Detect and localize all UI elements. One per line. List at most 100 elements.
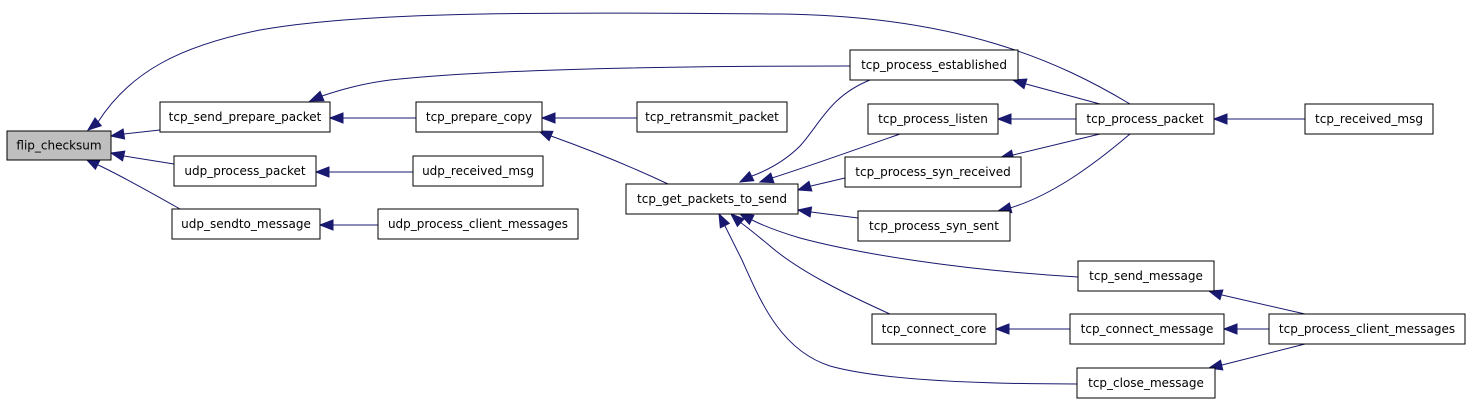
edge-line (97, 12, 1131, 123)
node-label: tcp_send_prepare_packet (169, 110, 322, 124)
node-label: tcp_process_established (861, 58, 1007, 72)
arrowhead-icon (718, 212, 731, 229)
edges-layer (84, 12, 1306, 385)
edge-line (1009, 133, 1131, 209)
edge-tcp_process_client_messages-to-tcp_connect_message (1222, 323, 1269, 335)
edge-line (739, 221, 891, 315)
arrowhead-icon (796, 180, 813, 192)
edge-line (550, 135, 669, 185)
edge-tcp_process_packet-to-tcp_process_listen (996, 113, 1076, 125)
edge-line (123, 129, 161, 135)
node-box (867, 103, 999, 135)
node-label: tcp_send_message (1089, 269, 1203, 283)
node-tcp-process-syn-received[interactable]: tcp_process_syn_received (844, 156, 1022, 188)
node-tcp-process-client-messages[interactable]: tcp_process_client_messages (1268, 313, 1466, 345)
node-box (1268, 313, 1466, 345)
edge-tcp_process_established-to-tcp_send_prepare_packet (308, 65, 851, 102)
node-tcp-close-message[interactable]: tcp_close_message (1076, 367, 1216, 399)
node-box (636, 101, 788, 133)
node-tcp-retransmit-packet[interactable]: tcp_retransmit_packet (636, 101, 788, 133)
edge-udp_received_msg-to-udp_process_packet (314, 166, 413, 178)
node-tcp-send-prepare-packet[interactable]: tcp_send_prepare_packet (159, 101, 331, 133)
edge-tcp_connect_message-to-tcp_connect_core (994, 323, 1070, 335)
arrowhead-icon (86, 117, 103, 131)
node-box (173, 155, 317, 187)
node-tcp-connect-core[interactable]: tcp_connect_core (871, 313, 997, 345)
edge-line (1012, 133, 1101, 156)
edge-line (321, 65, 851, 97)
node-udp-process-client-messages[interactable]: udp_process_client_messages (377, 208, 579, 240)
node-label: tcp_prepare_copy (426, 110, 532, 124)
node-box (844, 156, 1022, 188)
node-udp-sendto-message[interactable]: udp_sendto_message (171, 208, 321, 240)
edge-line (751, 219, 1079, 278)
node-tcp-process-syn-sent[interactable]: tcp_process_syn_sent (857, 210, 1011, 242)
arrowhead-icon (1212, 113, 1228, 125)
edge-tcp_process_packet-to-tcp_process_established (1011, 78, 1101, 105)
node-label: udp_received_msg (422, 164, 534, 178)
node-tcp-process-listen[interactable]: tcp_process_listen (867, 103, 999, 135)
edge-line (723, 223, 1078, 385)
edge-tcp_received_msg-to-tcp_process_packet (1212, 113, 1305, 125)
node-label: udp_process_packet (184, 164, 305, 178)
node-box (871, 313, 997, 345)
node-box (6, 130, 112, 161)
node-box (1069, 313, 1225, 345)
node-box (849, 49, 1019, 81)
node-box (1075, 103, 1215, 135)
edge-line (771, 133, 901, 179)
arrowhead-icon (758, 172, 775, 184)
node-label: tcp_process_syn_sent (869, 219, 999, 233)
node-tcp-received-msg[interactable]: tcp_received_msg (1304, 103, 1434, 135)
arrowhead-icon (1207, 289, 1224, 301)
node-flip-checksum: flip_checksum (6, 130, 112, 161)
node-label: tcp_connect_core (882, 322, 987, 336)
node-label: tcp_received_msg (1315, 112, 1423, 126)
edge-line (810, 211, 859, 219)
arrowhead-icon (318, 219, 334, 231)
arrowhead-icon (738, 170, 755, 183)
node-box (171, 208, 321, 240)
edge-line (1221, 343, 1306, 366)
arrowhead-icon (314, 166, 330, 178)
node-tcp-connect-message[interactable]: tcp_connect_message (1069, 313, 1225, 345)
node-tcp-get-packets-to-send[interactable]: tcp_get_packets_to_send (625, 183, 799, 215)
node-label: tcp_connect_message (1081, 322, 1214, 336)
arrowhead-icon (738, 213, 755, 226)
node-tcp-prepare-copy[interactable]: tcp_prepare_copy (415, 101, 543, 133)
node-label: tcp_retransmit_packet (645, 110, 779, 124)
arrowhead-icon (1011, 78, 1028, 90)
arrowhead-icon (796, 206, 813, 218)
node-tcp-process-packet[interactable]: tcp_process_packet (1075, 103, 1215, 135)
node-label: tcp_process_client_messages (1279, 322, 1455, 336)
arrowhead-icon (1222, 323, 1238, 335)
node-tcp-send-message[interactable]: tcp_send_message (1077, 260, 1215, 292)
edge-tcp_connect_core-to-tcp_get_packets_to_send (729, 213, 891, 315)
edge-tcp_send_prepare_packet-to-flip_checksum (109, 128, 161, 140)
node-label: udp_process_client_messages (388, 217, 568, 231)
edge-line (1025, 83, 1101, 105)
node-box (1076, 367, 1216, 399)
arrowhead-icon (729, 213, 745, 228)
edge-tcp_process_syn_received-to-tcp_get_packets_to_send (796, 177, 846, 192)
edge-tcp_get_packets_to_send-to-tcp_prepare_copy (537, 130, 669, 185)
node-box (625, 183, 799, 215)
node-udp-process-packet[interactable]: udp_process_packet (173, 155, 317, 187)
arrowhead-icon (328, 112, 344, 124)
edge-tcp_process_client_messages-to-tcp_close_message (1207, 343, 1306, 371)
node-box (1304, 103, 1434, 135)
node-udp-received-msg[interactable]: udp_received_msg (412, 155, 544, 187)
node-tcp-process-established[interactable]: tcp_process_established (849, 49, 1019, 81)
arrowhead-icon (109, 128, 126, 140)
arrowhead-icon (109, 150, 126, 162)
edge-line (1221, 294, 1306, 315)
node-label: tcp_close_message (1088, 376, 1204, 390)
node-label: tcp_process_syn_received (855, 165, 1010, 179)
arrowhead-icon (994, 323, 1010, 335)
edge-line (810, 177, 846, 187)
edge-udp_process_client_messages-to-udp_sendto_message (318, 219, 378, 231)
edge-tcp_process_client_messages-to-tcp_send_message (1207, 289, 1306, 315)
node-label: tcp_get_packets_to_send (637, 192, 787, 206)
node-label: tcp_process_packet (1086, 112, 1204, 126)
